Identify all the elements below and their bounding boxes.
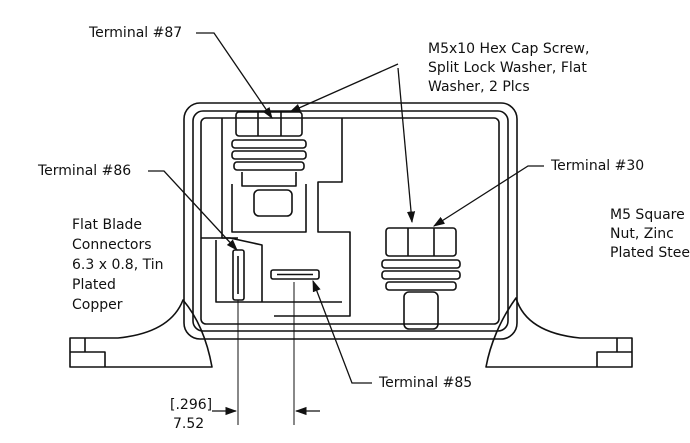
leader-screw-1 <box>288 63 399 113</box>
washer-87-3 <box>233 161 305 171</box>
label-blade-line2: Connectors <box>72 237 152 253</box>
left-flange-step <box>70 338 106 367</box>
label-screw-line1: M5x10 Hex Cap Screw, <box>428 41 590 57</box>
washer-30-1 <box>381 259 461 269</box>
screw-87-head-facets <box>257 112 282 136</box>
leader-terminal-87 <box>196 32 273 119</box>
left-mounting-flange <box>69 299 213 368</box>
label-nut-line2: Nut, Zinc <box>610 226 674 242</box>
washer-87-1 <box>231 139 307 149</box>
label-blade-line3: 6.3 x 0.8, Tin <box>72 257 164 273</box>
right-flange-step <box>596 338 632 367</box>
terminal-87-post <box>241 172 297 187</box>
label-terminal-86: Terminal #86 <box>38 163 132 179</box>
leader-terminal-86 <box>148 170 238 251</box>
screw-87-head <box>235 111 303 137</box>
internal-bracket-2 <box>231 184 307 233</box>
label-screw-line2: Split Lock Washer, Flat <box>428 60 587 76</box>
dimension-extension-lines <box>237 282 295 425</box>
screw-30-head <box>385 227 457 257</box>
label-blade-line1: Flat Blade <box>72 217 143 233</box>
right-mounting-flange <box>485 297 633 368</box>
leader-screw-2 <box>397 67 416 224</box>
screw-30-head-facets <box>407 228 435 256</box>
coil-housing <box>201 237 342 303</box>
housing-cavity <box>200 117 500 325</box>
screw-30-shank <box>403 291 439 330</box>
label-blade-line5: Copper <box>72 297 123 313</box>
label-nut-line3: Plated Steel <box>610 245 690 261</box>
washer-30-3 <box>385 281 457 291</box>
label-terminal-30: Terminal #30 <box>551 158 645 174</box>
screw-87-shank <box>253 189 293 217</box>
housing-inner <box>192 110 509 332</box>
label-terminal-87: Terminal #87 <box>89 25 183 41</box>
leader-terminal-85 <box>312 279 372 384</box>
washer-30-2 <box>381 270 461 280</box>
label-terminal-85: Terminal #85 <box>379 375 473 391</box>
housing-outer <box>183 102 518 340</box>
label-nut-line1: M5 Square <box>610 207 685 223</box>
dimension-mm-value: 7.52 <box>173 416 205 432</box>
label-blade-line4: Plated <box>72 277 116 293</box>
label-screw-line3: Washer, 2 Plcs <box>428 79 530 95</box>
leader-terminal-30 <box>433 165 544 227</box>
dimension-inch-value: [.296] <box>170 397 213 413</box>
blade-85 <box>270 269 320 280</box>
washer-87-2 <box>231 150 307 160</box>
